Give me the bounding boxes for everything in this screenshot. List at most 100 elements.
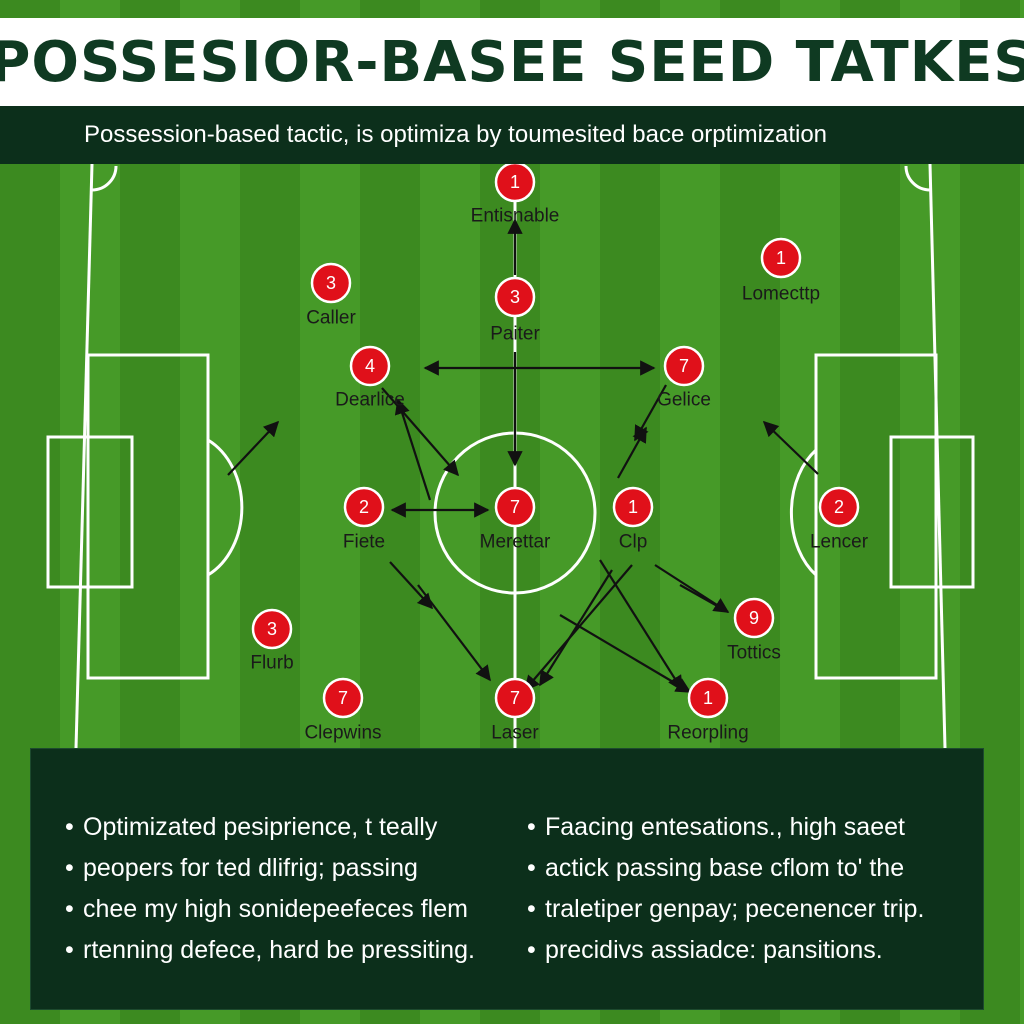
- player-marker: [310, 262, 352, 304]
- player-number: 3: [326, 273, 336, 293]
- note-text: rtenning defece, hard be pressiting.: [83, 936, 475, 964]
- player-number: 1: [703, 688, 713, 708]
- note-item: •peopers for ted dlifrig; passing: [65, 848, 475, 889]
- player-label: Dearlice: [335, 390, 405, 411]
- note-item: • traletiper genpay; pecenencer trip.: [527, 889, 924, 930]
- player-number: 3: [510, 287, 520, 307]
- player-label: Reorpling: [667, 723, 748, 744]
- player-number: 1: [628, 497, 638, 517]
- player-label: Laser: [491, 723, 539, 744]
- player-marker: [251, 608, 293, 650]
- player-clepwins[interactable]: 7 Clepwins: [304, 677, 382, 744]
- player-number: 2: [359, 497, 369, 517]
- player-number: 4: [365, 356, 375, 376]
- player-number: 7: [338, 688, 348, 708]
- player-label: Paiter: [490, 324, 540, 345]
- player-label: Caller: [306, 308, 356, 329]
- notes-right-column: •Faacing entesations., high saeet •actic…: [527, 807, 924, 971]
- note-text: Faacing entesations., high saeet: [545, 813, 905, 841]
- player-caller[interactable]: 3 Caller: [306, 262, 356, 329]
- right-penalty-box: [814, 353, 938, 680]
- bullet: •: [527, 895, 536, 923]
- pass-arrow: [394, 398, 432, 501]
- bullet: •: [65, 895, 74, 923]
- left-goal-box: [46, 435, 134, 589]
- left-penalty-arc: [207, 438, 244, 577]
- player-laser[interactable]: 7 Laser: [491, 677, 539, 744]
- player-clp[interactable]: 1 Clp: [612, 486, 654, 553]
- pass-arrows: [227, 218, 819, 693]
- bullet: •: [65, 854, 74, 882]
- player-number: 9: [749, 608, 759, 628]
- player-label: Clp: [619, 532, 648, 553]
- player-marker: [494, 677, 536, 719]
- note-item: • Faacing entesations., high saeet: [527, 807, 924, 848]
- player-label: Tottics: [727, 643, 781, 664]
- note-item: •actick passing base cflom to' the: [527, 848, 924, 889]
- pass-arrow: [762, 420, 819, 475]
- player-lomecttp[interactable]: 1 Lomecttp: [742, 237, 820, 305]
- player-number: 2: [834, 497, 844, 517]
- player-marker: [733, 597, 775, 639]
- notes-left-column: • Optimizated pesiprience, t teally •peop…: [65, 807, 475, 971]
- player-gelice[interactable]: 7 Gelice: [657, 345, 711, 411]
- pass-arrow: [389, 561, 434, 610]
- player-label: Entisnable: [471, 206, 560, 227]
- player-reorpling[interactable]: 1 Reorpling: [667, 677, 749, 744]
- player-lencer[interactable]: 2 Lencer: [810, 486, 869, 553]
- player-number: 1: [776, 248, 786, 268]
- note-text: Optimizated pesiprience, t teally: [83, 813, 438, 841]
- player-marker: [494, 164, 536, 203]
- note-item: • precidivs assiadce: pansitions.: [527, 930, 924, 971]
- bullet: •: [527, 936, 536, 964]
- player-dearlice[interactable]: 4 Dearlice: [335, 345, 405, 411]
- pass-arrow: [539, 569, 613, 687]
- pass-arrow: [381, 387, 460, 477]
- pitch-diagram: 1 Entisnable 3 Caller 3 Paiter 1 Lomectt…: [46, 164, 975, 748]
- pass-arrow: [599, 559, 683, 692]
- note-text: actick passing base cflom to' the: [545, 854, 905, 882]
- player-label: Merettar: [480, 532, 551, 553]
- pass-arrow: [679, 584, 729, 613]
- player-marker: [687, 677, 729, 719]
- note-item: •chee my high sonidepeefeces flem: [65, 889, 475, 930]
- player-marker: [343, 486, 385, 528]
- player-marker: [494, 486, 536, 528]
- bullet: •: [65, 813, 74, 841]
- player-tottics[interactable]: 9 Tottics: [727, 597, 781, 664]
- player-number: 3: [267, 619, 277, 639]
- player-top[interactable]: 1 Entisnable: [471, 164, 560, 227]
- title-bar: POSSESIOR-BASEE SEED TATKES: [0, 18, 1024, 106]
- player-merettar[interactable]: 7 Merettar: [480, 486, 551, 553]
- corner-arc-right: [904, 165, 931, 192]
- player-label: Flurb: [250, 653, 293, 674]
- pass-arrow: [227, 420, 280, 476]
- pitch-markings: [46, 164, 975, 748]
- page-subtitle: Possession-based tactic, is optimiza by …: [84, 121, 828, 148]
- player-fiete[interactable]: 2 Fiete: [343, 486, 385, 553]
- player-number: 1: [510, 172, 520, 192]
- note-text: traletiper genpay; pecenencer trip.: [545, 895, 925, 923]
- page-title: POSSESIOR-BASEE SEED TATKES: [0, 29, 1024, 95]
- player-flurb[interactable]: 3 Flurb: [250, 608, 294, 674]
- pass-arrow: [559, 614, 692, 693]
- player-label: Gelice: [657, 390, 711, 411]
- player-marker: [494, 276, 536, 318]
- player-paiter[interactable]: 3 Paiter: [490, 276, 540, 345]
- bullet: •: [527, 813, 536, 841]
- player-marker: [760, 237, 802, 279]
- player-marker: [349, 345, 391, 387]
- note-text: precidivs assiadce: pansitions.: [545, 936, 883, 964]
- right-penalty-arc: [789, 448, 818, 577]
- note-item: • Optimizated pesiprience, t teally: [65, 807, 475, 848]
- corner-arc-left: [91, 165, 118, 192]
- player-label: Clepwins: [304, 723, 381, 744]
- subtitle-bar: Possession-based tactic, is optimiza by …: [0, 106, 1024, 164]
- left-penalty-box: [86, 353, 210, 680]
- player-marker: [322, 677, 364, 719]
- notes-panel: • Optimizated pesiprience, t teally •peop…: [30, 748, 984, 1010]
- player-marker: [818, 486, 860, 528]
- player-marker: [663, 345, 705, 387]
- player-label: Fiete: [343, 532, 385, 553]
